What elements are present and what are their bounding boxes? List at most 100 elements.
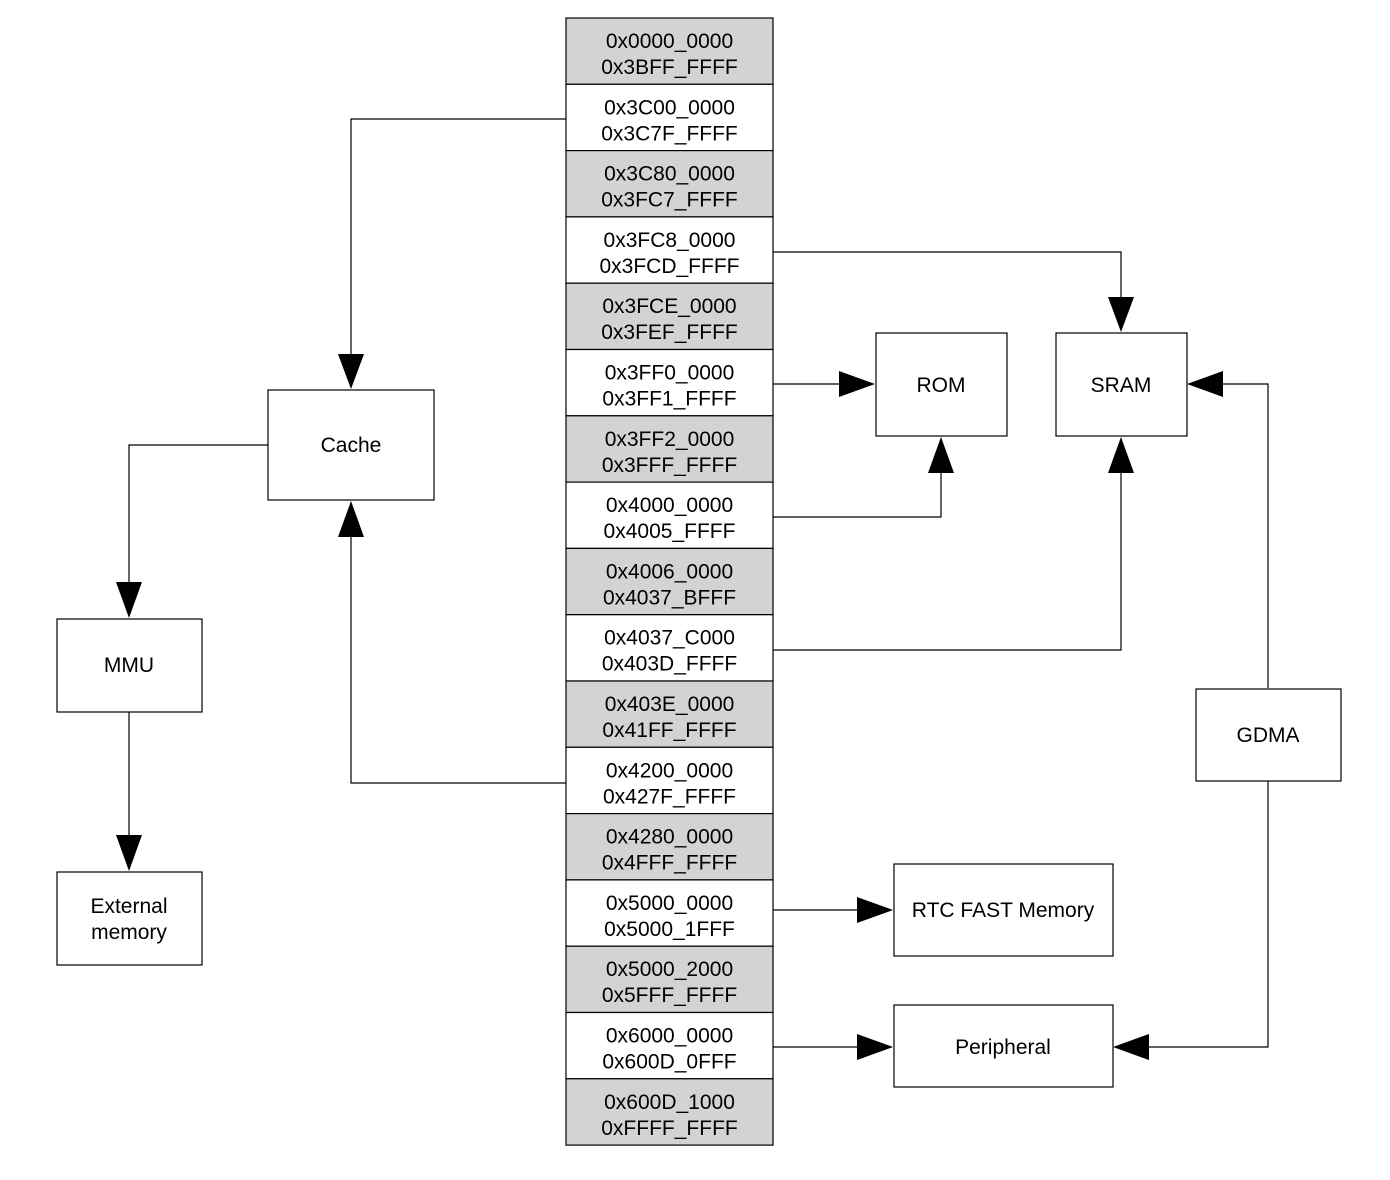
address-range-cell: 0x3FCE_0000 0x3FEF_FFFF <box>565 282 774 351</box>
mmu-label: MMU <box>104 654 154 677</box>
address-range-cell-bg <box>565 348 774 417</box>
arrowhead-rtc <box>857 897 893 923</box>
address-range-end: 0xFFFF_FFFF <box>601 1117 737 1140</box>
address-range-start: 0x3FF0_0000 <box>605 362 735 385</box>
sram-block: SRAM <box>1055 332 1188 437</box>
address-range-cell-bg <box>565 1078 774 1146</box>
address-range-start: 0x0000_0000 <box>606 30 733 53</box>
arrowhead-mmu <box>116 582 142 618</box>
address-range-cell: 0x3FC8_0000 0x3FCD_FFFF <box>565 216 774 284</box>
address-range-end: 0x600D_0FFF <box>602 1051 736 1074</box>
rtc-fast-memory-label: RTC FAST Memory <box>912 899 1095 922</box>
address-range-cell: 0x4037_C000 0x403D_FFFF <box>565 614 774 682</box>
address-range-end: 0x3FF1_FFFF <box>602 388 736 411</box>
connectors <box>116 118 1269 1060</box>
address-range-end: 0x403D_FFFF <box>602 653 737 676</box>
address-range-start: 0x3C80_0000 <box>604 163 735 186</box>
address-range-cell: 0x3FF0_0000 0x3FF1_FFFF <box>565 348 774 417</box>
address-range-cell: 0x5000_0000 0x5000_1FFF <box>565 879 774 947</box>
address-range-cell: 0x4006_0000 0x4037_BFFF <box>565 547 774 616</box>
rom-block: ROM <box>875 332 1008 437</box>
arrowhead-rom-bottom <box>928 437 954 473</box>
address-map-column: 0x0000_0000 0x3BFF_FFFF 0x3C00_0000 0x3C7F_… <box>565 17 774 1146</box>
address-range-end: 0x3FCD_FFFF <box>599 255 739 278</box>
arrowhead-peripheral-left <box>857 1034 893 1060</box>
address-range-cell-bg <box>565 216 774 284</box>
address-range-cell-bg <box>565 17 774 85</box>
mmu-block: MMU <box>56 618 203 713</box>
address-range-cell: 0x3FF2_0000 0x3FFF_FFFF <box>565 415 774 483</box>
address-range-cell: 0x4280_0000 0x4FFF_FFFF <box>565 812 774 881</box>
connector-4000-to-rom <box>773 471 942 518</box>
address-range-start: 0x3FCE_0000 <box>602 295 736 318</box>
address-range-start: 0x3FF2_0000 <box>605 428 735 451</box>
external-memory-label-line2: memory <box>91 921 167 944</box>
connector-cache-to-mmu <box>128 444 268 584</box>
address-range-cell-bg <box>565 282 774 351</box>
arrowhead-rom-left <box>839 371 875 397</box>
address-range-start: 0x4037_C000 <box>604 627 735 650</box>
external-memory-block: External memory <box>56 871 203 966</box>
address-range-cell-bg <box>565 680 774 748</box>
address-range-end: 0x3FEF_FFFF <box>601 321 738 344</box>
address-range-cell-bg <box>565 83 774 152</box>
address-range-end: 0x4FFF_FFFF <box>602 852 737 875</box>
address-range-end: 0x3BFF_FFFF <box>601 56 738 79</box>
address-range-end: 0x41FF_FFFF <box>602 719 736 742</box>
rom-label: ROM <box>917 374 966 397</box>
address-range-cell-bg <box>565 481 774 550</box>
rtc-fast-memory-block: RTC FAST Memory <box>893 863 1114 957</box>
address-range-end: 0x3C7F_FFFF <box>601 122 738 145</box>
address-range-cell-bg <box>565 812 774 881</box>
address-range-end: 0x4037_BFFF <box>603 586 736 609</box>
address-range-start: 0x4280_0000 <box>606 826 733 849</box>
address-range-start: 0x3C00_0000 <box>604 96 735 119</box>
address-range-start: 0x6000_0000 <box>606 1025 733 1048</box>
peripheral-label: Peripheral <box>955 1036 1051 1059</box>
address-range-cell-bg <box>565 614 774 682</box>
connector-3c00-to-cache <box>350 118 566 356</box>
address-range-cell: 0x403E_0000 0x41FF_FFFF <box>565 680 774 748</box>
address-range-cell: 0x600D_1000 0xFFFF_FFFF <box>565 1078 774 1146</box>
arrowhead-external-memory <box>116 835 142 871</box>
address-range-end: 0x5000_1FFF <box>604 918 735 941</box>
cache-block: Cache <box>267 389 435 501</box>
arrowhead-cache-top <box>338 354 364 389</box>
address-range-start: 0x3FC8_0000 <box>604 229 736 252</box>
address-range-end: 0x3FC7_FFFF <box>601 189 738 212</box>
arrowhead-sram-top <box>1108 297 1134 332</box>
cache-label: Cache <box>321 434 382 457</box>
connector-4200-to-cache <box>350 535 566 784</box>
address-range-start: 0x403E_0000 <box>605 693 735 716</box>
address-range-cell-bg <box>565 879 774 947</box>
address-range-start: 0x5000_0000 <box>606 892 733 915</box>
address-range-end: 0x3FFF_FFFF <box>602 454 737 477</box>
sram-label: SRAM <box>1091 374 1152 397</box>
external-memory-label-line1: External <box>90 895 167 918</box>
address-range-start: 0x600D_1000 <box>604 1091 735 1114</box>
connector-4037-to-sram <box>773 471 1122 651</box>
peripheral-block: Peripheral <box>893 1004 1114 1088</box>
address-range-cell-bg <box>565 746 774 815</box>
arrowhead-cache-bottom <box>338 501 364 537</box>
gdma-label: GDMA <box>1237 724 1300 747</box>
arrowhead-sram-right <box>1187 371 1223 397</box>
arrowhead-peripheral-right <box>1113 1034 1149 1060</box>
address-range-cell: 0x6000_0000 0x600D_0FFF <box>565 1011 774 1080</box>
address-range-cell: 0x3C00_0000 0x3C7F_FFFF <box>565 83 774 152</box>
address-range-cell: 0x5000_2000 0x5FFF_FFFF <box>565 945 774 1014</box>
address-range-start: 0x5000_2000 <box>606 958 733 981</box>
connector-gdma-to-peripheral <box>1147 781 1269 1048</box>
connector-3fc8-to-sram <box>773 251 1122 299</box>
arrowhead-sram-bottom <box>1108 437 1134 473</box>
address-range-end: 0x5FFF_FFFF <box>602 984 737 1007</box>
connector-gdma-to-sram <box>1221 383 1269 688</box>
address-range-cell-bg <box>565 150 774 218</box>
gdma-block: GDMA <box>1195 688 1342 782</box>
address-range-start: 0x4006_0000 <box>606 560 733 583</box>
address-range-cell: 0x3C80_0000 0x3FC7_FFFF <box>565 150 774 218</box>
address-range-end: 0x4005_FFFF <box>604 520 736 543</box>
address-range-cell-bg <box>565 1011 774 1080</box>
